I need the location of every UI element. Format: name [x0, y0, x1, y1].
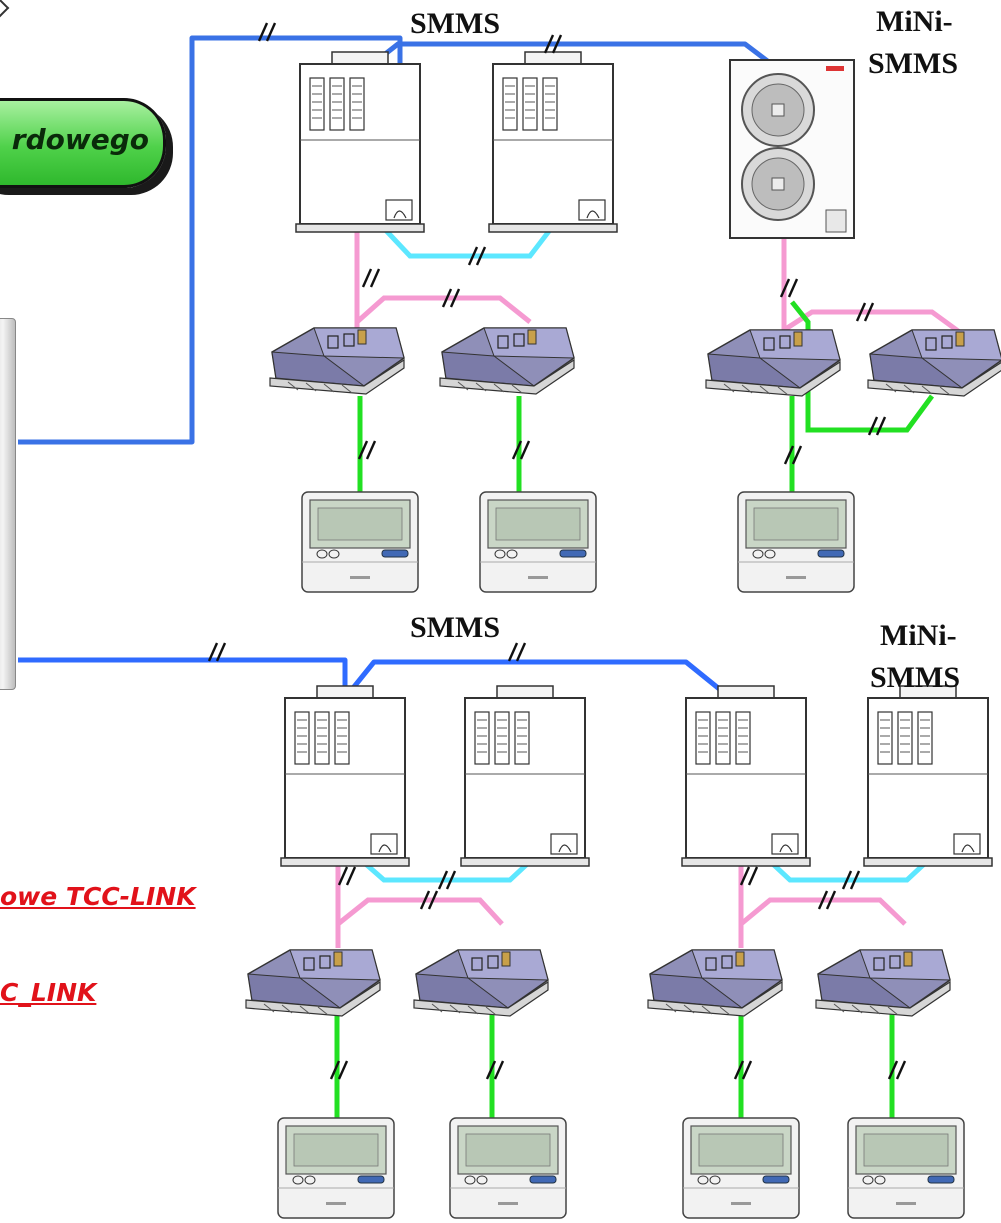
remote-controller-icon	[479, 491, 597, 593]
legend-c-link: C_LINK	[0, 978, 97, 1007]
remote-controller-icon	[682, 1117, 800, 1219]
cassette-indoor-unit-icon	[647, 949, 783, 1017]
mini-smms-label-bottom-line2: SMMS	[870, 661, 960, 694]
mini-smms-label-top-line2: SMMS	[868, 47, 958, 80]
outdoor-unit-icon	[488, 51, 618, 233]
outdoor-unit-icon	[681, 685, 811, 867]
cassette-indoor-unit-icon	[815, 949, 951, 1017]
badge-text: rdowego	[11, 123, 149, 156]
remote-controller-icon	[277, 1117, 395, 1219]
cassette-indoor-unit-icon	[413, 949, 549, 1017]
smms-label-top: SMMS	[410, 7, 500, 40]
cassette-indoor-unit-icon	[269, 327, 405, 395]
indoor-link-top-right	[781, 236, 967, 339]
outdoor-unit-icon	[460, 685, 590, 867]
outdoor-unit-icon	[280, 685, 410, 867]
remote-link-top	[357, 300, 935, 492]
mini-outdoor-unit-icon	[729, 59, 855, 239]
remote-link-bottom	[334, 1010, 895, 1118]
central-controller-panel	[0, 318, 16, 690]
remote-controller-icon	[847, 1117, 965, 1219]
legend-tcc-link: owe TCC-LINK	[0, 882, 196, 911]
cassette-indoor-unit-icon	[245, 949, 381, 1017]
cassette-indoor-unit-icon	[439, 327, 575, 395]
smms-label-bottom: SMMS	[410, 611, 500, 644]
remote-controller-icon	[737, 491, 855, 593]
outdoor-link-top	[376, 220, 558, 259]
mini-smms-label-top-line1: MiNi-	[876, 5, 953, 38]
remote-controller-icon	[449, 1117, 567, 1219]
standard-badge: rdowego	[0, 98, 166, 188]
indoor-link-top-left	[354, 232, 532, 330]
outdoor-unit-icon	[295, 51, 425, 233]
remote-controller-icon	[301, 491, 419, 593]
cassette-indoor-unit-icon	[867, 329, 1001, 397]
cassette-indoor-unit-icon	[705, 329, 841, 397]
outdoor-unit-icon	[863, 685, 993, 867]
indoor-link-bottom	[335, 852, 907, 948]
mini-smms-label-bottom-line1: MiNi-	[880, 619, 957, 652]
